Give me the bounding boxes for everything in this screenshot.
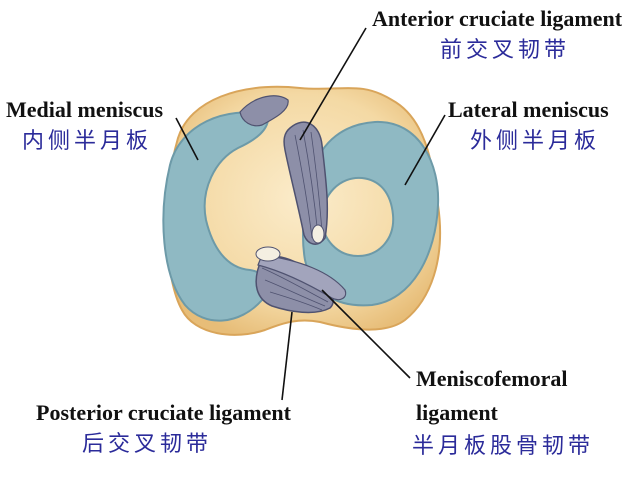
acl-leader-line: [299, 27, 367, 141]
lateral-label-zh: 外侧半月板: [470, 129, 601, 154]
medial-label-en: Medial meniscus: [6, 97, 164, 122]
mfl-attachment: [255, 246, 281, 262]
mfl-leader-line: [321, 289, 411, 379]
medial-leader-line: [175, 117, 199, 161]
acl-label-zh: 前交叉韧带: [440, 38, 571, 63]
mfl-label-en-line2: ligament: [416, 400, 498, 425]
pcl-label-en: Posterior cruciate ligament: [36, 400, 291, 425]
mfl-label-en-line1: Meniscofemoral: [416, 366, 568, 391]
acl-attachment: [311, 224, 325, 244]
lateral-leader-line: [404, 114, 446, 186]
mfl-shape: [257, 254, 347, 301]
pcl-leader-line: [281, 311, 293, 401]
acl-shape: [283, 121, 329, 245]
anterior-horn-fibers: [239, 95, 289, 127]
lateral-label-en: Lateral meniscus: [448, 97, 609, 122]
pcl-fibers: [261, 267, 329, 311]
acl-label-en: Anterior cruciate ligament: [372, 6, 623, 31]
mfl-label-zh: 半月板股骨韧带: [412, 434, 595, 459]
pcl-label-zh: 后交叉韧带: [82, 432, 213, 457]
medial-label-zh: 内侧半月板: [22, 129, 153, 154]
